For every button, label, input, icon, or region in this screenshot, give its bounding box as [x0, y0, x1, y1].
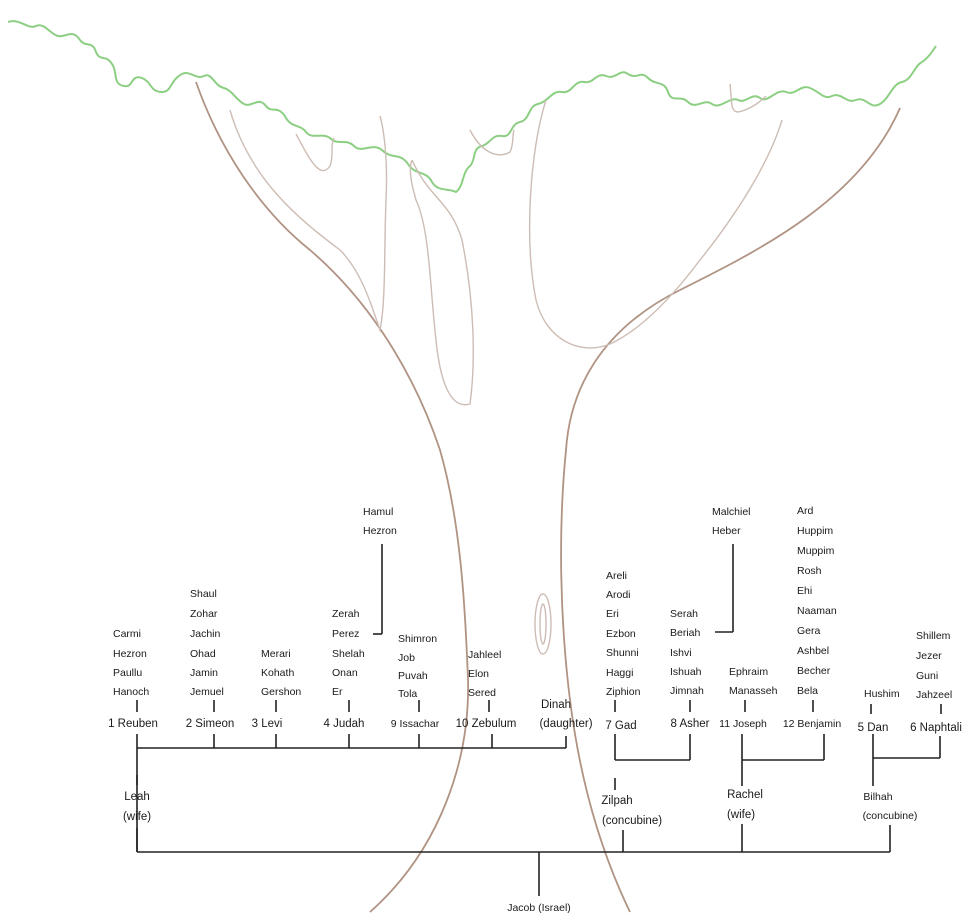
tree-trunk-right — [560, 107, 901, 913]
son-benjamin: 12 Benjamin — [783, 718, 842, 730]
grandchild-name: Tola — [398, 688, 417, 700]
tree-canopy-outline — [7, 20, 937, 194]
grandchild-name: Jahzeel — [916, 689, 952, 701]
son-joseph: 11 Joseph — [719, 718, 767, 730]
grandchild-name: Ehi — [797, 585, 812, 597]
grandchild-name: Ishvi — [670, 647, 692, 659]
grandchild-name: Er — [332, 686, 343, 698]
tree-labels: Jacob (Israel) Leah (wife) Zilpah (concu… — [108, 505, 962, 914]
grandchild-name: Jezer — [916, 650, 942, 662]
grandchild-name: Serah — [670, 608, 698, 620]
grandchild-name: Ishuah — [670, 666, 702, 678]
tree-branch-outline — [229, 109, 388, 333]
tree-knot — [534, 593, 552, 655]
son-zebulum: 10 Zebulum — [456, 718, 517, 730]
grandchild-name: Shillem — [916, 630, 951, 642]
grandchild-name: Ard — [797, 505, 814, 517]
mother-rachel-name: Rachel — [727, 789, 763, 801]
grandchild-name: Job — [398, 652, 415, 664]
grandchild-name: Zerah — [332, 608, 360, 620]
root-label: Jacob (Israel) — [507, 902, 571, 914]
grandchild-name: Arodi — [606, 589, 631, 601]
grandchild-name: Merari — [261, 648, 291, 660]
grandchild-name: Ashbel — [797, 645, 829, 657]
grandchild-name: Bela — [797, 685, 818, 697]
tree-illustration — [7, 20, 937, 913]
grandchild-name: Ephraim — [729, 666, 768, 678]
great-grandchild-name: Heber — [712, 525, 741, 537]
tree-branch-outline — [409, 159, 474, 406]
grandchild-name: Rosh — [797, 565, 822, 577]
grandchild-name: Gershon — [261, 686, 301, 698]
mother-leah-role: (wife) — [123, 811, 151, 823]
grandchild-name: Areli — [606, 570, 627, 582]
mother-zilpah-name: Zilpah — [601, 795, 632, 807]
grandchild-name: Onan — [332, 667, 358, 679]
grandchild-name: Shunni — [606, 647, 639, 659]
son-dan: 5 Dan — [858, 722, 889, 734]
grandchild-name: Manasseh — [729, 685, 778, 697]
daughter-dinah-note: (daughter) — [539, 718, 592, 730]
grandchild-name: Carmi — [113, 628, 141, 640]
grandchild-name: Guni — [916, 670, 938, 682]
son-judah: 4 Judah — [324, 718, 365, 730]
grandchild-name: Paullu — [113, 667, 142, 679]
son-levi: 3 Levi — [252, 718, 283, 730]
tree-branch-outline — [729, 83, 767, 113]
great-grandchild-name: Hezron — [363, 525, 397, 537]
grandchild-name: Hezron — [113, 648, 147, 660]
grandchild-name: Shaul — [190, 588, 217, 600]
grandchild-name: Hushim — [864, 688, 900, 700]
tree-knot-inner — [539, 603, 547, 645]
grandchild-name: Shelah — [332, 648, 365, 660]
tree-branch-outline — [469, 129, 515, 156]
mother-leah-name: Leah — [124, 791, 150, 803]
grandchild-name: Perez — [332, 628, 359, 640]
grandchild-name: Kohath — [261, 667, 294, 679]
mother-zilpah-role: (concubine) — [602, 815, 662, 827]
tree-branch-outline — [529, 99, 783, 349]
grandchild-name: Eri — [606, 608, 619, 620]
grandchild-name: Ohad — [190, 648, 216, 660]
grandchild-name: Muppim — [797, 545, 835, 557]
grandchild-name: Elon — [468, 668, 489, 680]
grandchild-name: Sered — [468, 687, 496, 699]
grandchild-name: Puvah — [398, 670, 428, 682]
daughter-dinah-name: Dinah — [541, 699, 571, 711]
son-issachar: 9 Issachar — [391, 718, 440, 730]
grandchild-name: Gera — [797, 625, 821, 637]
grandchild-name: Ziphion — [606, 686, 641, 698]
mother-rachel-role: (wife) — [727, 809, 755, 821]
mother-bilhah-role: (concubine) — [863, 810, 918, 822]
tree-connectors — [136, 544, 942, 896]
grandchild-name: Jemuel — [190, 686, 224, 698]
grandchild-name: Becher — [797, 665, 831, 677]
grandchild-name: Beriah — [670, 627, 701, 639]
grandchild-name: Naaman — [797, 605, 837, 617]
great-grandchild-name: Malchiel — [712, 506, 751, 518]
grandchild-name: Huppim — [797, 525, 833, 537]
grandchild-name: Haggi — [606, 667, 633, 679]
son-simeon: 2 Simeon — [186, 718, 235, 730]
tree-trunk-left — [195, 81, 469, 913]
son-reuben: 1 Reuben — [108, 718, 158, 730]
son-naphtali: 6 Naphtali — [910, 722, 962, 734]
grandchild-name: Zohar — [190, 608, 218, 620]
grandchild-name: Jachin — [190, 628, 221, 640]
grandchild-name: Hanoch — [113, 686, 149, 698]
grandchild-name: Jamin — [190, 667, 218, 679]
grandchild-name: Jimnah — [670, 685, 704, 697]
son-asher: 8 Asher — [671, 718, 710, 730]
grandchild-name: Jahleel — [468, 649, 501, 661]
grandchild-name: Shimron — [398, 633, 437, 645]
tree-branch-outline — [295, 133, 335, 172]
grandchild-name: Ezbon — [606, 628, 636, 640]
son-gad: 7 Gad — [605, 720, 636, 732]
mother-bilhah-name: Bilhah — [863, 791, 892, 803]
great-grandchild-name: Hamul — [363, 506, 393, 518]
